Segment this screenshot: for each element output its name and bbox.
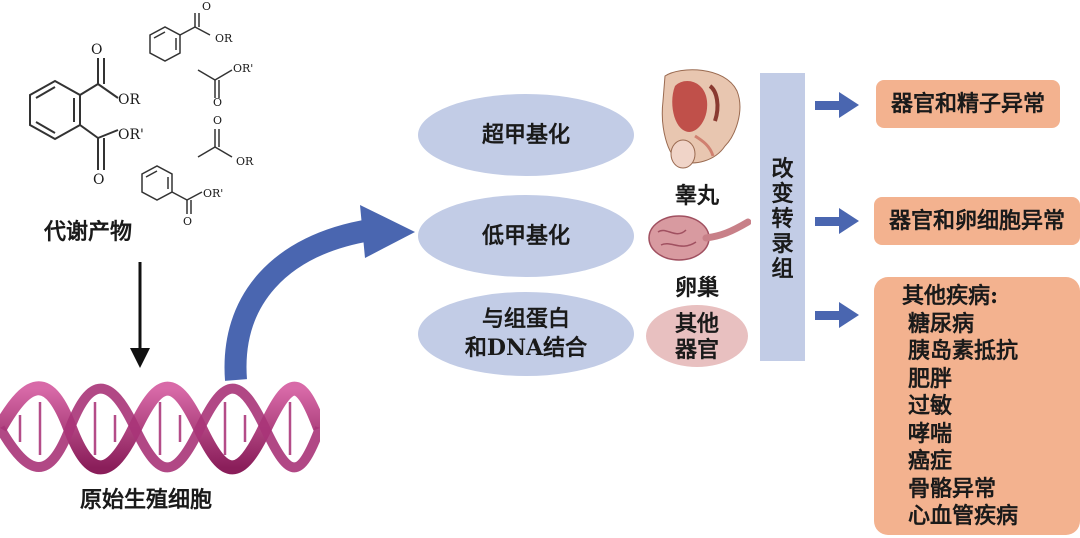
organ-other-line1: 其他 bbox=[674, 311, 719, 337]
organ-other-line2: 器官 bbox=[674, 337, 719, 363]
acetate-structure-1 bbox=[197, 69, 233, 98]
benzoate2-or-prime: OR' bbox=[203, 187, 224, 200]
disease-item: 糖尿病 bbox=[908, 310, 975, 337]
germ-cell-label: 原始生殖细胞 bbox=[80, 487, 213, 513]
benzoate-o: O bbox=[202, 0, 212, 13]
outcome-sperm-abnormality: 器官和精子异常 bbox=[876, 80, 1060, 128]
phthalate-o-top: O bbox=[91, 42, 103, 58]
phthalate-or-prime: OR' bbox=[118, 127, 144, 143]
phthalate-o-bottom: O bbox=[93, 172, 105, 188]
other-diseases-title: 其他疾病: bbox=[902, 283, 999, 309]
disease-item: 哮喘 bbox=[908, 420, 953, 447]
right-arrow-icon-3 bbox=[815, 302, 859, 328]
transcriptome-change-bar: 改 变 转 录 组 bbox=[760, 73, 805, 361]
disease-item: 胰岛素抵抗 bbox=[908, 338, 1019, 364]
down-arrow-icon bbox=[130, 262, 150, 368]
disease-item: 肥胖 bbox=[908, 365, 953, 392]
mechanism-histone-dna-binding: 与组蛋白和DNA结合 bbox=[418, 292, 634, 376]
benzoate2-o: O bbox=[183, 215, 193, 228]
acetate2-or: OR bbox=[236, 155, 254, 168]
disease-item: 过敏 bbox=[908, 393, 953, 419]
benzoate-structure-bottom bbox=[141, 165, 203, 214]
benzoate-or: OR bbox=[215, 32, 233, 45]
phthalate-structure bbox=[29, 58, 119, 170]
outcome-other-diseases: 其他疾病: 糖尿病 胰岛素抵抗 肥胖 过敏 哮喘 癌症 骨骼异常 心血管疾病 bbox=[874, 277, 1080, 535]
outcome-egg-abnormality: 器官和卵细胞异常 bbox=[874, 197, 1080, 245]
phthalate-or: OR bbox=[118, 92, 141, 108]
disease-item: 心血管疾病 bbox=[908, 503, 1019, 529]
mechanism-hypermethylation: 超甲基化 bbox=[418, 94, 634, 176]
acetate1-o: O bbox=[213, 96, 223, 109]
right-arrow-icon-2 bbox=[815, 208, 859, 234]
right-arrow-icon-1 bbox=[815, 92, 859, 118]
acetate1-or-prime: OR' bbox=[233, 62, 254, 75]
organ-ovary-label: 卵巢 bbox=[675, 275, 720, 301]
curved-arrow-icon bbox=[224, 205, 415, 381]
disease-item: 骨骼异常 bbox=[908, 475, 997, 502]
organ-other-bubble: 其他 器官 bbox=[646, 305, 748, 367]
dna-helix-icon bbox=[0, 381, 320, 475]
acetate2-o: O bbox=[213, 114, 223, 127]
benzoate-structure-top bbox=[149, 13, 211, 62]
metabolites-label: 代谢产物 bbox=[44, 219, 133, 245]
mechanism-hypomethylation: 低甲基化 bbox=[418, 195, 634, 277]
acetate-structure-2 bbox=[197, 129, 233, 158]
ovary-illustration bbox=[648, 215, 751, 261]
disease-item: 癌症 bbox=[908, 448, 953, 474]
organ-testis-label: 睾丸 bbox=[675, 183, 720, 209]
testis-illustration bbox=[661, 69, 741, 169]
